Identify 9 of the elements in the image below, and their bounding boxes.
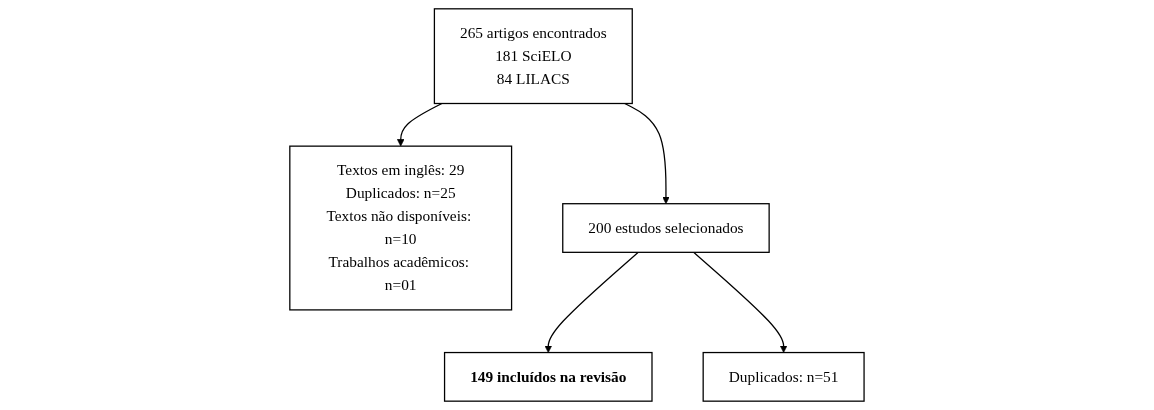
node-box: 200 estudos selecionados xyxy=(562,203,770,253)
node-box: 265 artigos encontrados 181 SciELO 84 LILACS xyxy=(433,8,633,105)
node-box: Textos em inglês: 29 Duplicados: n=25 Textos não disponíveis: n=10 Trabalhos acadêmicos: n=01 xyxy=(289,145,513,311)
node-box: Duplicados: n=51 xyxy=(702,351,865,402)
arrow xyxy=(397,102,443,147)
arrow xyxy=(544,251,639,353)
node-box: 149 incluídos na revisão xyxy=(443,351,653,402)
arrow xyxy=(624,102,670,205)
arrow xyxy=(693,251,788,353)
